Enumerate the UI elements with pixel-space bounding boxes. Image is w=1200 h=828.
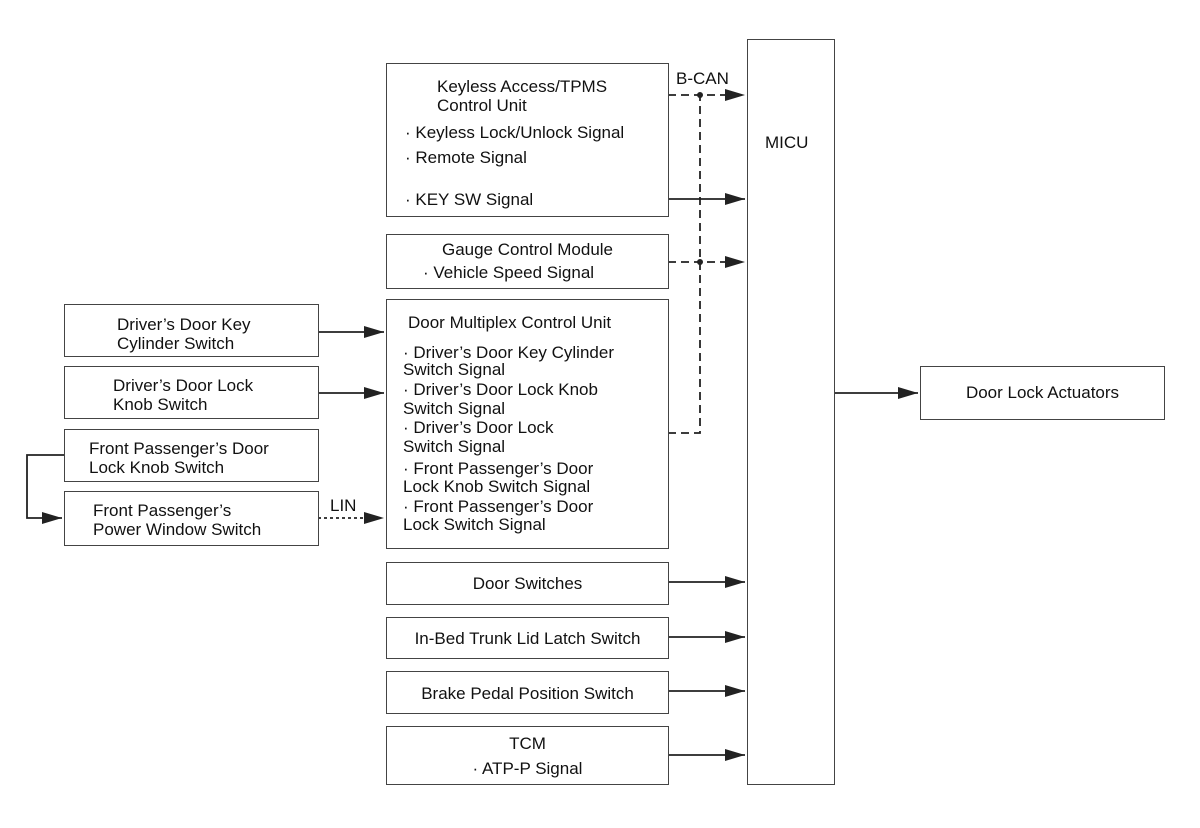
driver-lock-knob-switch-box: Driver’s Door Lock Knob Switch	[64, 366, 319, 419]
fp-lock-knob-line1: Front Passenger’s Door	[89, 439, 269, 458]
tcm-title: TCM	[509, 734, 546, 753]
atp-p-signal: · ATP-P Signal	[472, 759, 583, 778]
door-mux-signal: · Front Passenger’s Door	[403, 497, 594, 516]
door-mux-signal: Switch Signal	[403, 437, 506, 456]
fp-lock-knob-line2: Lock Knob Switch	[89, 458, 225, 477]
keyless-title-line2: Control Unit	[437, 96, 527, 115]
door-mux-signal: Lock Knob Switch Signal	[403, 477, 591, 496]
door-mux-signal: Switch Signal	[403, 399, 506, 418]
bcan-junction-dot	[697, 92, 703, 98]
fp-power-window-switch-box: Front Passenger’s Power Window Switch	[64, 491, 319, 546]
door-switches-label: Door Switches	[472, 574, 583, 593]
fp-window-line1: Front Passenger’s	[93, 501, 232, 520]
bcan-junction-dot	[697, 259, 703, 265]
bcan-label: B-CAN	[676, 69, 729, 88]
door-mux-signal: · Front Passenger’s Door	[403, 459, 594, 478]
actuators-label: Door Lock Actuators	[965, 383, 1120, 402]
key-cylinder-line1: Driver’s Door Key	[117, 315, 251, 334]
lin-label: LIN	[330, 496, 357, 515]
door-mux-signal: · Driver’s Door Lock Knob	[403, 380, 598, 399]
tcm-box: TCM · ATP-P Signal	[386, 726, 669, 785]
door-mux-title: Door Multiplex Control Unit	[408, 313, 612, 332]
keysw-signal: · KEY SW Signal	[405, 190, 534, 209]
keyless-title-line1: Keyless Access/TPMS	[437, 77, 608, 96]
gauge-control-box: Gauge Control Module · Vehicle Speed Sig…	[386, 234, 669, 289]
fp-window-line2: Power Window Switch	[93, 520, 262, 539]
door-switches-box: Door Switches	[386, 562, 669, 605]
gauge-title: Gauge Control Module	[441, 240, 614, 259]
lock-knob-line1: Driver’s Door Lock	[113, 376, 254, 395]
driver-key-cylinder-switch-box: Driver’s Door Key Cylinder Switch	[64, 304, 319, 357]
bcan-door-mux-line	[668, 95, 701, 434]
door-multiplex-box: Door Multiplex Control Unit · Driver’s D…	[386, 299, 669, 549]
trunk-latch-switch-box: In-Bed Trunk Lid Latch Switch	[386, 617, 669, 659]
door-mux-signal: · Driver’s Door Lock	[403, 418, 554, 437]
door-mux-signal: Lock Switch Signal	[403, 515, 546, 534]
fp-lock-knob-switch-box: Front Passenger’s Door Lock Knob Switch	[64, 429, 319, 482]
keyless-access-box: Keyless Access/TPMS Control Unit · Keyle…	[386, 63, 669, 217]
door-mux-signal: · Driver’s Door Key Cylinder	[403, 343, 614, 362]
lock-knob-line2: Knob Switch	[113, 395, 208, 414]
door-mux-signal: Switch Signal	[403, 360, 506, 379]
brake-switch-label: Brake Pedal Position Switch	[421, 684, 634, 703]
door-lock-actuators-box: Door Lock Actuators	[920, 366, 1165, 420]
key-cylinder-line2: Cylinder Switch	[117, 334, 235, 353]
fp-knob-to-window-arrow	[26, 454, 64, 524]
trunk-latch-label: In-Bed Trunk Lid Latch Switch	[414, 629, 641, 648]
keyless-lock-signal: · Keyless Lock/Unlock Signal	[405, 123, 625, 142]
brake-pedal-switch-box: Brake Pedal Position Switch	[386, 671, 669, 714]
micu-label: MICU	[765, 133, 809, 152]
remote-signal: · Remote Signal	[405, 148, 527, 167]
vehicle-speed-signal: · Vehicle Speed Signal	[423, 263, 595, 282]
micu-box: MICU	[747, 39, 835, 785]
